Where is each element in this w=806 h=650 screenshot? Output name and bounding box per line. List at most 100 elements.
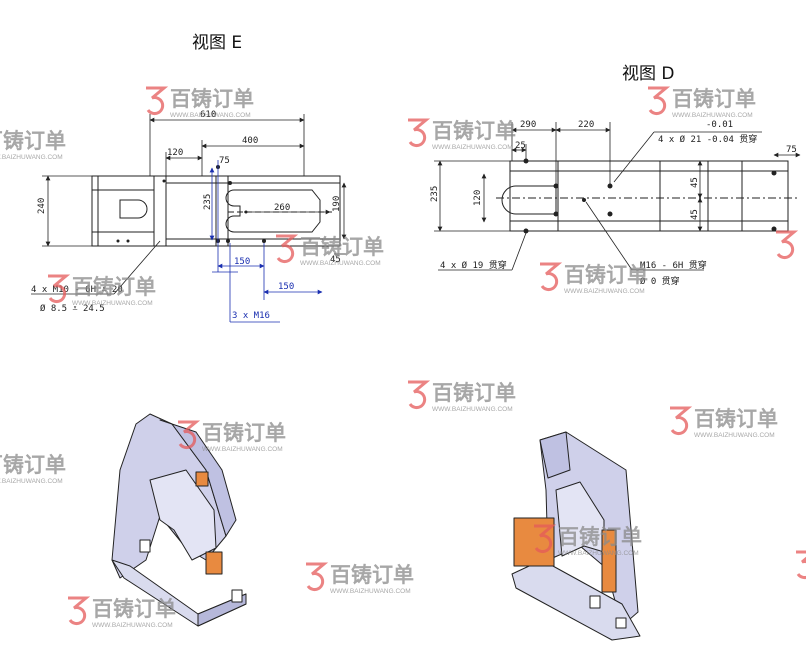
view-e-dim-45: 45: [330, 255, 341, 265]
iso-left-inner-c: [149, 469, 217, 561]
iso-left-front-panel: [159, 419, 237, 537]
view-d-dim-45a: 45: [690, 177, 700, 188]
watermark-logo-icon: [68, 596, 91, 625]
view-e-dim-235: 235: [203, 194, 213, 210]
watermark-url: WWW.BAIZHUWANG.COM: [92, 622, 173, 629]
view-d-dim-45b: 45: [690, 209, 700, 220]
view-e: 视图 E: [31, 33, 347, 323]
watermark-url: WWW.BAIZHUWANG.COM: [0, 478, 63, 485]
watermark-url: WWW.BAIZHUWANG.COM: [694, 432, 775, 439]
watermark-brand: 百铸订单: [672, 87, 756, 111]
watermark-brand: 百铸订单: [170, 87, 254, 111]
watermark-url: WWW.BAIZHUWANG.COM: [72, 300, 153, 307]
view-d-title: 视图 D: [622, 64, 675, 84]
iso-right-top-panel: [539, 431, 571, 479]
view-e-dim-240: 240: [37, 198, 47, 214]
watermark-brand: 百铸订单: [0, 129, 66, 153]
watermark-logo-icon: [534, 524, 557, 553]
watermark-logo-icon: [48, 274, 71, 303]
watermark-logo-icon: [146, 86, 169, 115]
watermark-logo-icon: [276, 234, 299, 263]
watermark-url: WWW.BAIZHUWANG.COM: [300, 260, 381, 267]
watermark-13: 百铸订单 WWW.BAIZHUWANG.COM: [534, 524, 642, 557]
iso-left-foot-2: [231, 589, 243, 603]
view-d-outline: [496, 160, 800, 232]
view-e-dim-120: 120: [167, 148, 183, 158]
view-d-dim-25: 25: [515, 141, 526, 151]
view-d-dim-235: 235: [430, 186, 440, 202]
watermark-brand: 百铸订单: [0, 453, 66, 477]
view-d-tol-upper: -0.01: [706, 120, 733, 130]
view-e-note-line2: Ø 8.5 ⩡ 24.5: [40, 303, 105, 314]
iso-left-foot-1: [139, 539, 151, 553]
watermark-logo-icon: [178, 420, 201, 449]
watermark-15: [776, 230, 799, 259]
watermark-logo-icon: [776, 230, 799, 259]
watermark-brand: 百铸订单: [558, 525, 642, 549]
watermark-url: WWW.BAIZHUWANG.COM: [170, 112, 251, 119]
view-d-dimensions: [434, 122, 801, 271]
watermark-brand: 百铸订单: [694, 407, 778, 431]
watermark-logo-icon: [408, 118, 431, 147]
watermark-3: 百铸订单 WWW.BAIZHUWANG.COM: [648, 86, 756, 119]
watermark-brand: 百铸订单: [432, 381, 516, 405]
watermark-14: 百铸订单 WWW.BAIZHUWANG.COM: [68, 596, 176, 629]
iso-right-foot-2: [615, 617, 627, 629]
view-d-dim-75: 75: [786, 145, 797, 155]
watermark-url: WWW.BAIZHUWANG.COM: [432, 144, 513, 151]
view-e-dim-260: 260: [274, 203, 290, 213]
view-e-dimensions: [31, 114, 347, 295]
view-e-dim-610: 610: [200, 110, 216, 120]
watermark-brand: 百铸订单: [432, 119, 516, 143]
view-d: 视图 D: [430, 64, 801, 287]
iso-right-orange-strip: [601, 529, 617, 593]
watermark-5: 百铸订单 WWW.BAIZHUWANG.COM: [276, 234, 384, 267]
watermark-7: 百铸订单 WWW.BAIZHUWANG.COM: [540, 262, 648, 295]
view-e-blue-note: 3 x M16: [232, 311, 270, 321]
view-e-dim-400: 400: [242, 136, 258, 146]
watermark-10: 百铸订单 WWW.BAIZHUWANG.COM: [178, 420, 286, 453]
view-d-holes: [523, 158, 777, 234]
watermark-1: 百铸订单 WWW.BAIZHUWANG.COM: [146, 86, 254, 119]
view-d-dim-290: 290: [520, 120, 536, 130]
watermark-url: WWW.BAIZHUWANG.COM: [672, 112, 753, 119]
watermark-url: WWW.BAIZHUWANG.COM: [0, 154, 63, 161]
watermark-url: WWW.BAIZHUWANG.COM: [432, 406, 513, 413]
view-e-dim-75: 75: [219, 156, 230, 166]
watermark-12: 百铸订单 WWW.BAIZHUWANG.COM: [306, 562, 414, 595]
view-d-note-bottom-left: 4 x Ø 19 贯穿: [440, 259, 507, 271]
watermark-brand: 百铸订单: [202, 421, 286, 445]
watermark-16: [796, 550, 806, 579]
watermark-brand: 百铸订单: [330, 563, 414, 587]
watermark-url: WWW.BAIZHUWANG.COM: [558, 550, 639, 557]
view-e-dim-150b: 150: [278, 282, 294, 292]
watermark-url: WWW.BAIZHUWANG.COM: [330, 588, 411, 595]
watermark-brand: 百铸订单: [72, 275, 156, 299]
watermark-url: WWW.BAIZHUWANG.COM: [202, 446, 283, 453]
iso-left-orange-pad-side: [205, 551, 223, 575]
watermark-6: 百铸订单 WWW.BAIZHUWANG.COM: [48, 274, 156, 307]
watermark-brand: 百铸订单: [92, 597, 176, 621]
watermark-logo-icon: [670, 406, 693, 435]
watermark-url: WWW.BAIZHUWANG.COM: [564, 288, 645, 295]
watermark-11: 百铸订单 WWW.BAIZHUWANG.COM: [0, 453, 66, 485]
iso-left-orange-pad-top: [195, 471, 209, 487]
watermark-logo-icon: [796, 550, 806, 579]
view-e-blue-dims: [209, 160, 323, 323]
watermark-logo-icon: [408, 380, 431, 409]
watermark-2: 百铸订单 WWW.BAIZHUWANG.COM: [408, 118, 516, 151]
watermark-brand: 百铸订单: [564, 263, 648, 287]
view-d-note-hole: 4 x Ø 21 -0.04 贯穿: [658, 133, 757, 145]
view-e-outline: [91, 175, 341, 247]
view-e-note-line1: 4 x M10 - 6H ⩡ 20: [31, 285, 123, 295]
watermark-8: 百铸订单 WWW.BAIZHUWANG.COM: [408, 380, 516, 413]
view-d-note-phi: Ø 0 贯穿: [640, 275, 680, 287]
view-e-dim-150a: 150: [234, 257, 250, 267]
view-e-holes: [116, 165, 266, 243]
watermark-logo-icon: [306, 562, 329, 591]
view-e-dim-190: 190: [332, 196, 342, 212]
view-d-dim-120: 120: [473, 190, 483, 206]
watermark-4: 百铸订单 WWW.BAIZHUWANG.COM: [0, 129, 66, 161]
view-d-dim-220: 220: [578, 120, 594, 130]
